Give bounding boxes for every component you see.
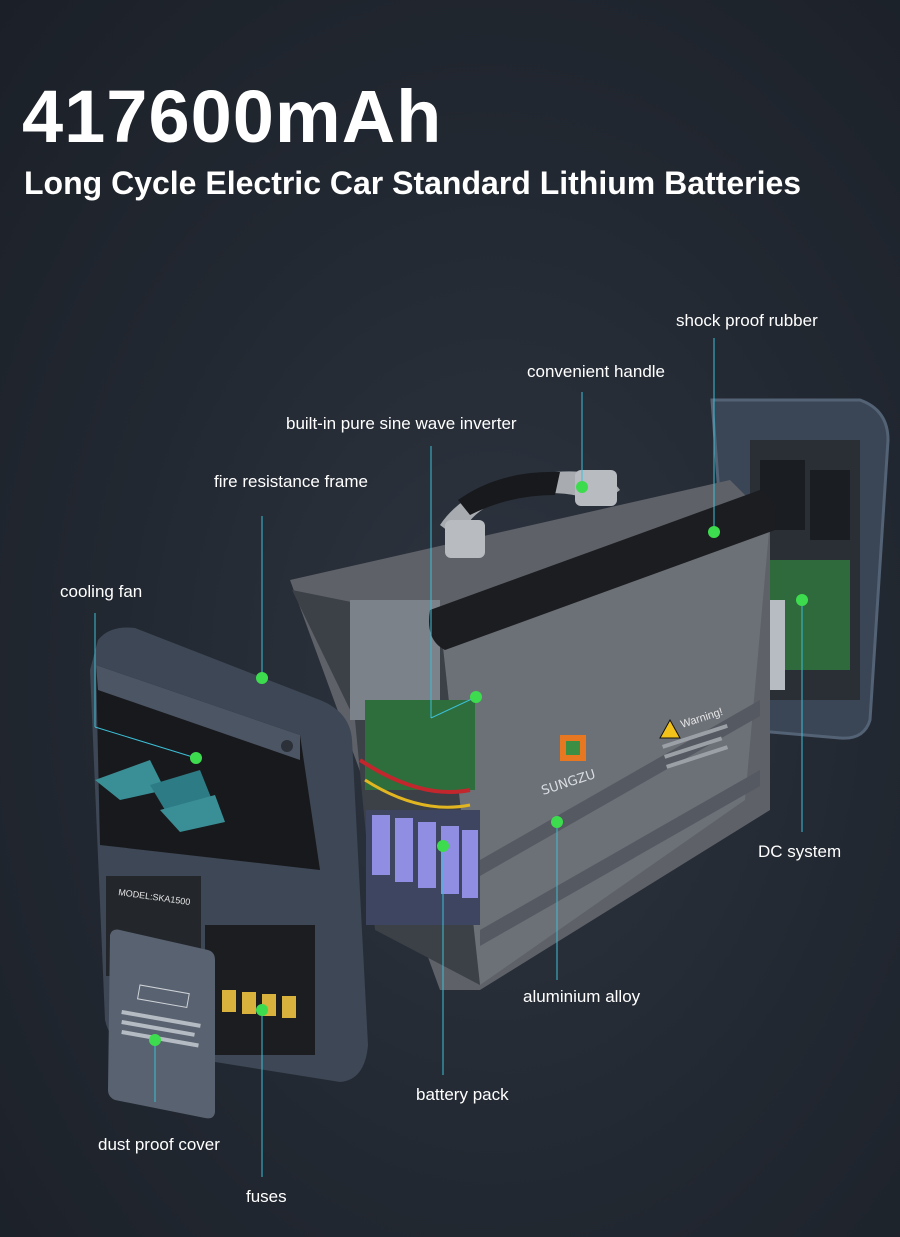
- dot-shock-proof-rubber: [708, 526, 720, 538]
- callout-shock-proof-rubber: shock proof rubber: [676, 311, 818, 330]
- dot-aluminium-alloy: [551, 816, 563, 828]
- main-body: [290, 480, 776, 990]
- dust-cover: [108, 929, 215, 1119]
- dot-battery-pack: [437, 840, 449, 852]
- callout-dust-proof-cover: dust proof cover: [98, 1135, 220, 1154]
- callout-fuses: fuses: [246, 1187, 287, 1206]
- callout-dc-system: DC system: [758, 842, 842, 861]
- callout-inverter: built-in pure sine wave inverter: [286, 414, 517, 433]
- headline: 417600mAh: [22, 75, 443, 158]
- dot-cooling-fan: [190, 752, 202, 764]
- callout-aluminium-alloy: aluminium alloy: [523, 987, 641, 1006]
- callout-convenient-handle: convenient handle: [527, 362, 666, 381]
- carry-handle: [440, 470, 620, 558]
- callout-dots: [149, 481, 808, 1046]
- dot-dc-system: [796, 594, 808, 606]
- dot-fuses: [256, 1004, 268, 1016]
- callout-battery-pack: battery pack: [416, 1085, 509, 1104]
- dot-dust-proof-cover: [149, 1034, 161, 1046]
- subheadline: Long Cycle Electric Car Standard Lithium…: [24, 165, 802, 201]
- callout-cooling-fan: cooling fan: [60, 582, 143, 601]
- dot-convenient-handle: [576, 481, 588, 493]
- dot-fire-resistance-frame: [256, 672, 268, 684]
- callout-leader-lines: [94, 338, 803, 1177]
- callout-fire-resistance-frame: fire resistance frame: [214, 472, 368, 491]
- dot-inverter: [470, 691, 482, 703]
